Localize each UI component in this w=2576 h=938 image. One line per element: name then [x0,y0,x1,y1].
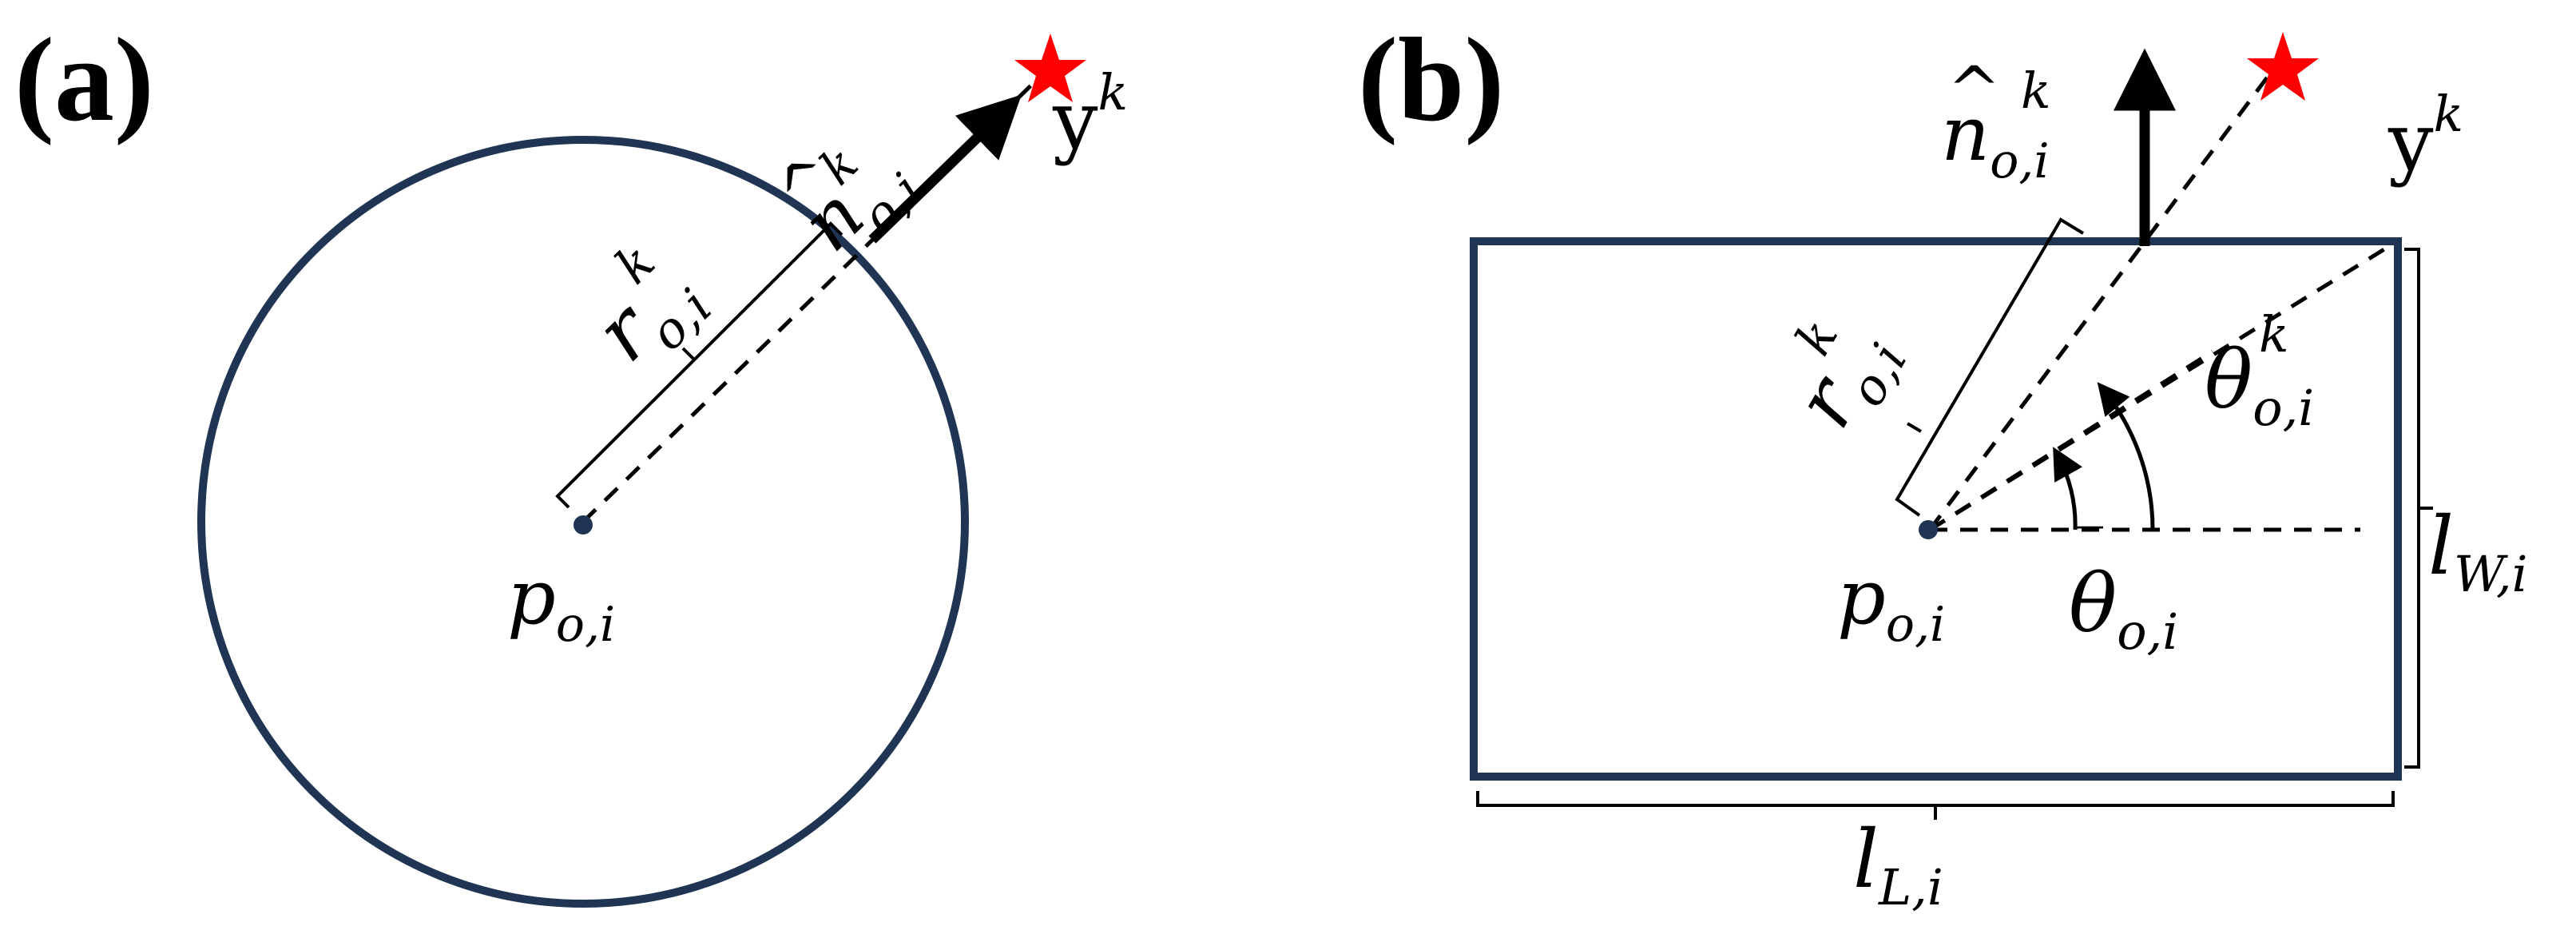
panel-a-label: (a) [14,14,154,146]
center-dot-icon [574,515,593,535]
target-label-b: yk [2387,85,2463,189]
radius-bracket-a [555,221,843,509]
panel-b: (b) no,i k ^ yk [1358,14,2527,916]
angle-label: θo,i k [2205,305,2314,437]
svg-text:no,i: no,i [1941,90,2050,189]
red-star-icon [1014,34,1086,102]
panel-b-label: (b) [1358,14,1504,146]
center-label-a: po,i [507,554,615,653]
target-label-a: yk [1052,63,1128,167]
normal-arrow-a [868,94,1022,244]
panel-a: (a) no,i k ^ ro,i k yk po,i [14,14,1128,908]
width-label: lW,i [2428,499,2527,603]
center-dot-icon-b [1919,520,1938,539]
obstacle-rectangle [1470,237,2402,781]
normal-label-a: no,i k ^ [762,136,934,268]
length-bracket [1476,791,2395,807]
center-label-b: po,i [1837,554,1945,653]
svg-text:‾: ‾ [2075,517,2103,582]
svg-text:k: k [604,233,666,296]
radius-label-b: ro,i k [1776,309,1919,443]
intermediate-dashed-line [1928,349,2214,532]
svg-text:k: k [1784,309,1849,364]
radius-bracket-b [1895,217,2085,517]
red-star-icon-b [2247,32,2319,101]
direction-dashed-line-b [1927,69,2275,531]
length-label: lL,i [1853,813,1943,916]
obstacle-circle [197,136,969,908]
angle-arc-large [2097,382,2155,531]
radius-label-a: ro,i k [578,233,723,380]
width-bracket [2404,248,2420,769]
svg-text:^: ^ [1947,53,2001,127]
corner-dashed-line [1928,247,2386,532]
angle-arc-small [2053,447,2083,531]
svg-text:θo,i: θo,i [2205,333,2314,437]
radius-bracket-tick-a [681,347,696,361]
radius-bracket-tick-b [1906,422,1923,433]
svg-text:θo,i: θo,i [2069,557,2178,661]
svg-text:k: k [2021,62,2051,120]
svg-text:k: k [2259,305,2289,364]
heading-label: θo,i ‾ [2069,517,2178,661]
normal-label-b: no,i k ^ [1941,53,2051,189]
